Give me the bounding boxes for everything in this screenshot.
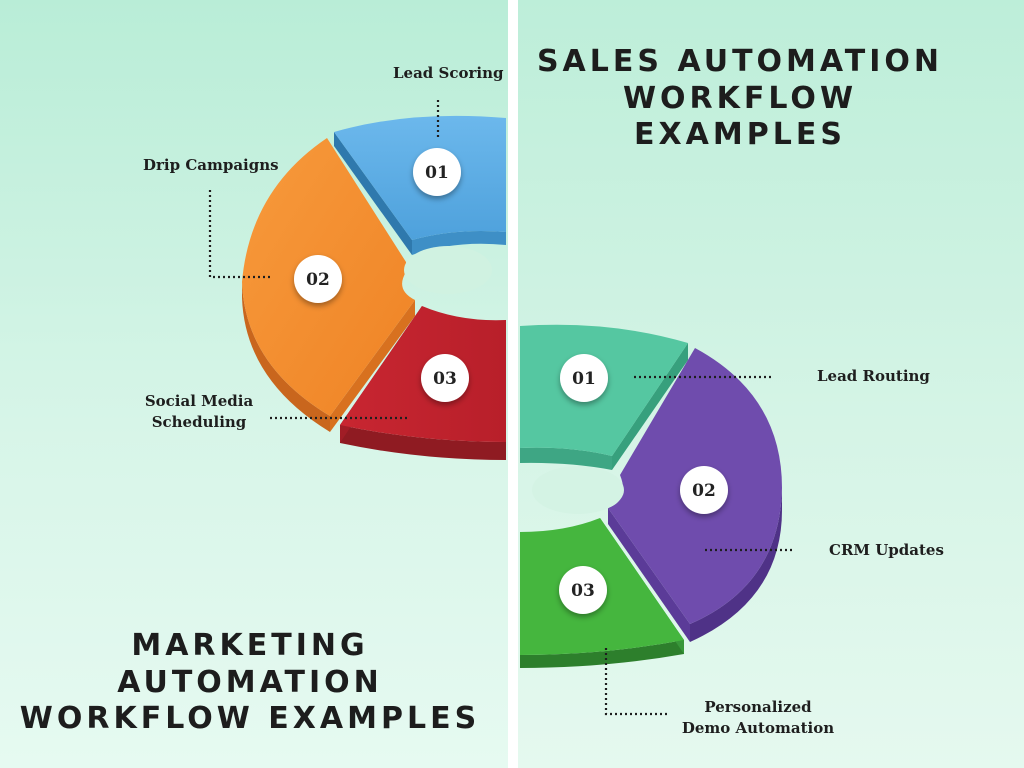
marketing-badge-03: 03	[421, 354, 469, 402]
svg-text:03: 03	[433, 369, 457, 389]
svg-text:02: 02	[692, 481, 716, 501]
label-personalized-demo-automation: Personalized Demo Automation	[676, 697, 840, 739]
label-drip-campaigns: Drip Campaigns	[143, 155, 279, 176]
label-lead-scoring: Lead Scoring	[393, 63, 504, 84]
label-lead-routing: Lead Routing	[817, 366, 930, 387]
svg-text:03: 03	[571, 581, 595, 601]
marketing-title: MARKETING AUTOMATION WORKFLOW EXAMPLES	[10, 628, 490, 738]
marketing-badge-01: 01	[413, 148, 461, 196]
marketing-badge-02: 02	[294, 255, 342, 303]
marketing-ring	[242, 116, 506, 460]
sales-ring	[520, 325, 782, 668]
sales-badge-03: 03	[559, 566, 607, 614]
label-social-media-scheduling: Social Media Scheduling	[136, 391, 262, 433]
label-crm-updates: CRM Updates	[829, 540, 944, 561]
sales-badge-01: 01	[560, 354, 608, 402]
svg-text:02: 02	[306, 270, 330, 290]
sales-badge-02: 02	[680, 466, 728, 514]
sales-title: SALES AUTOMATION WORKFLOW EXAMPLES	[520, 44, 960, 154]
svg-text:01: 01	[572, 369, 596, 389]
svg-text:01: 01	[425, 163, 449, 183]
